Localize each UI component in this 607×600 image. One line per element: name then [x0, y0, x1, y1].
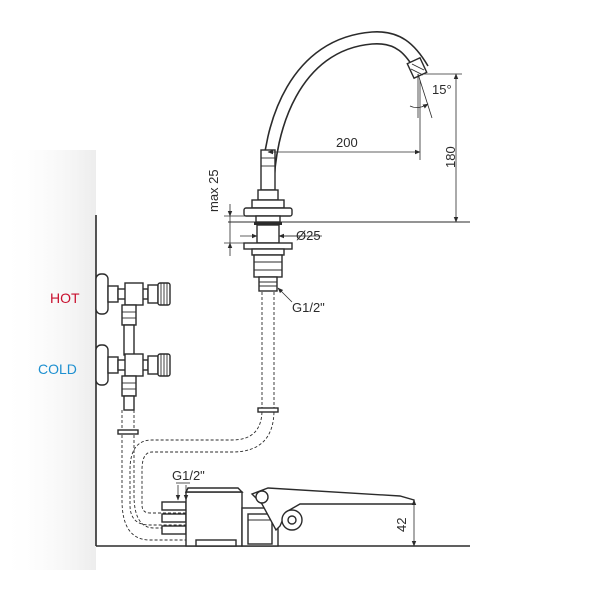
dimension-height: 180	[300, 73, 462, 223]
cold-angle-valve	[95, 344, 171, 411]
dimension-max-thickness: max 25	[206, 169, 250, 256]
hot-label: HOT	[50, 290, 80, 306]
callout-upper-thread: G1/2"	[277, 287, 325, 315]
flexible-hose-outlet	[129, 292, 279, 526]
cold-label: COLD	[38, 361, 77, 377]
dimension-label-200: 200	[336, 135, 358, 150]
foot-pedal-valve	[161, 487, 415, 547]
dimension-angle: 15°	[409, 73, 452, 119]
callout-lower-thread: G1/2"	[172, 468, 205, 501]
dimension-label-42: 42	[394, 518, 409, 532]
tap-body	[243, 149, 293, 292]
dimension-label-max-25: max 25	[206, 169, 221, 212]
dimension-pedal-height: 42	[394, 499, 417, 547]
spout	[261, 31, 429, 191]
dimension-spout-reach: 200	[267, 80, 421, 160]
thread-label-lower: G1/2"	[172, 468, 205, 483]
dimension-label-180: 180	[443, 146, 458, 168]
dimension-label-15deg: 15°	[432, 82, 452, 97]
flexible-hoses-inlet	[117, 410, 186, 541]
dimension-diameter: Ø25	[240, 228, 322, 243]
wall	[0, 150, 97, 570]
thread-label-upper: G1/2"	[292, 300, 325, 315]
hot-angle-valve	[95, 273, 171, 356]
dimension-label-diameter-25: Ø25	[296, 228, 321, 243]
